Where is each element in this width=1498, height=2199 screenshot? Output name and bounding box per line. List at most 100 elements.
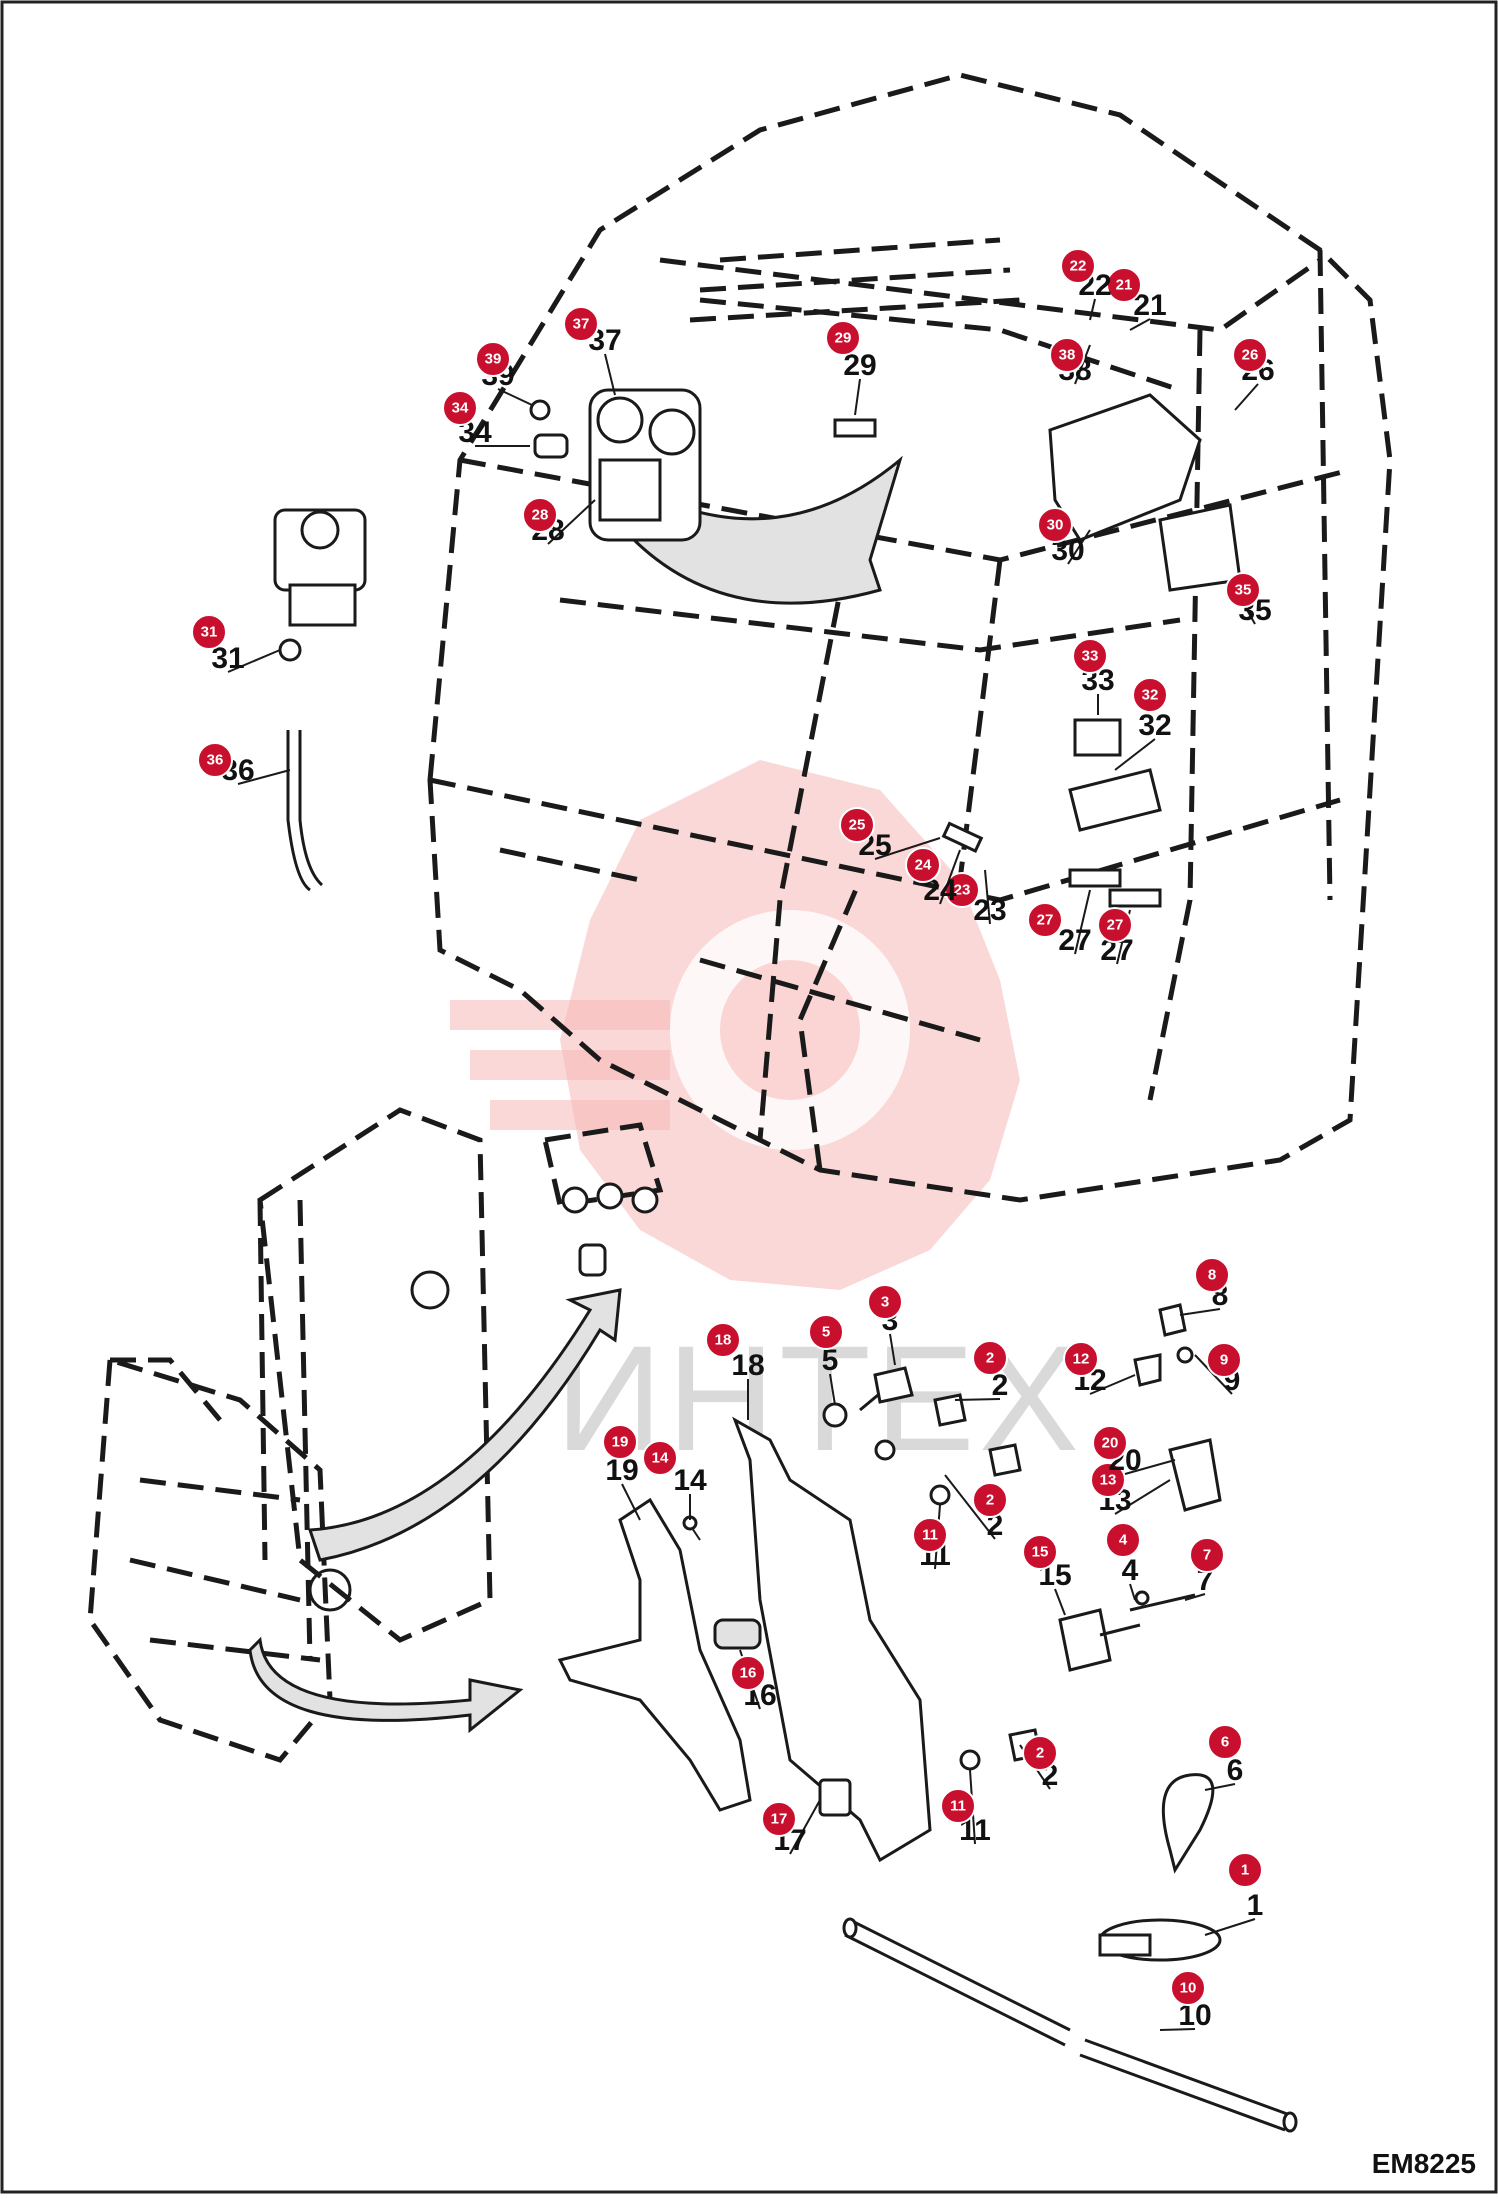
callout-badge-36[interactable] [197, 742, 233, 778]
callout-28: 2828 [522, 497, 596, 547]
callout-badge-1[interactable] [1227, 1852, 1263, 1888]
callout-badge-text-13: 13 [1100, 1472, 1117, 1489]
callout-badge-text-9: 9 [1220, 1352, 1228, 1369]
callout-badge-text-10: 10 [1180, 1980, 1197, 1997]
callout-badge-text-2b: 2 [986, 1492, 994, 1509]
air-filter-assembly [588, 388, 702, 542]
callout-badge-text-35: 35 [1235, 582, 1252, 599]
callout-badge-3[interactable] [867, 1284, 903, 1320]
callout-number-27a: 27 [1058, 924, 1091, 957]
callout-badge-14[interactable] [642, 1440, 678, 1476]
callout-number-14: 14 [673, 1464, 707, 1497]
callout-badge-18[interactable] [705, 1322, 741, 1358]
callout-badge-text-20: 20 [1102, 1435, 1119, 1452]
callout-badge-30[interactable] [1037, 507, 1073, 543]
callout-badge-19[interactable] [602, 1424, 638, 1460]
callout-badge-text-12: 12 [1073, 1351, 1090, 1368]
callout-badge-20[interactable] [1092, 1425, 1128, 1461]
callout-badge-4[interactable] [1105, 1522, 1141, 1558]
callout-badge-35[interactable] [1225, 572, 1261, 608]
callout-badge-31[interactable] [191, 614, 227, 650]
callout-badge-15[interactable] [1022, 1534, 1058, 1570]
callout-7: 77 [1184, 1537, 1225, 1601]
callout-number-5: 5 [822, 1344, 839, 1377]
callout-badge-37[interactable] [563, 306, 599, 342]
callout-badge-8[interactable] [1194, 1257, 1230, 1293]
callout-badge-7[interactable] [1189, 1537, 1225, 1573]
callout-badge-text-11b: 11 [950, 1798, 966, 1815]
callout-leader-2a [954, 1398, 1001, 1401]
callout-badge-2c[interactable] [1022, 1735, 1058, 1771]
callout-badge-2b[interactable] [972, 1482, 1008, 1518]
callout-badge-text-37: 37 [573, 316, 590, 333]
callout-badge-27a[interactable] [1027, 902, 1063, 938]
callout-badge-6[interactable] [1207, 1724, 1243, 1760]
callout-badge-17[interactable] [761, 1801, 797, 1837]
callout-badge-10[interactable] [1170, 1970, 1206, 2006]
hardware-parts [682, 1303, 1222, 1771]
callout-badge-39[interactable] [475, 341, 511, 377]
callout-badge-9[interactable] [1206, 1342, 1242, 1378]
callout-badge-29[interactable] [825, 320, 861, 356]
callout-badge-text-27a: 27 [1037, 912, 1054, 929]
callout-badge-28[interactable] [522, 497, 558, 533]
callout-badge-text-28: 28 [532, 507, 549, 524]
callout-badge-text-27b: 27 [1107, 917, 1124, 934]
callout-badge-text-14: 14 [652, 1450, 669, 1467]
fitting-39 [529, 399, 551, 421]
callout-badge-38[interactable] [1049, 337, 1085, 373]
fuse-25 [941, 821, 984, 853]
callout-badge-21[interactable] [1106, 267, 1142, 303]
callout-badge-26[interactable] [1232, 337, 1268, 373]
callout-badge-5[interactable] [808, 1314, 844, 1350]
callout-badge-text-6: 6 [1221, 1734, 1229, 1751]
callout-leader-17 [789, 1799, 821, 1855]
callout-badge-text-3: 3 [881, 1294, 889, 1311]
callout-leader-32 [1114, 738, 1156, 771]
callout-badge-text-38: 38 [1059, 347, 1076, 364]
callout-badge-24[interactable] [905, 847, 941, 883]
cable-tie-6 [1161, 1773, 1215, 1874]
callout-badge-34[interactable] [442, 390, 478, 426]
callout-badge-13[interactable] [1090, 1462, 1126, 1498]
clamp-1-latch [1098, 1933, 1152, 1957]
decal-27a [1068, 868, 1122, 888]
callout-5: 55 [808, 1314, 844, 1406]
callout-badge-text-29: 29 [835, 330, 852, 347]
callout-badge-11a[interactable] [912, 1517, 948, 1553]
callout-leader-6 [1204, 1783, 1236, 1791]
callout-badge-25[interactable] [839, 807, 875, 843]
callout-leader-10 [1159, 2028, 1196, 2031]
callout-badge-33[interactable] [1072, 638, 1108, 674]
callout-number-6: 6 [1227, 1754, 1244, 1787]
callout-badge-text-5: 5 [822, 1324, 830, 1341]
callout-badge-text-21: 21 [1116, 277, 1133, 294]
callout-badge-22[interactable] [1060, 248, 1096, 284]
callout-badge-11b[interactable] [940, 1788, 976, 1824]
relay-holder-32 [1068, 768, 1162, 832]
install-arrow-upper [597, 455, 903, 605]
hydraulic-component [273, 508, 367, 892]
callout-badge-text-11a: 11 [922, 1527, 938, 1544]
callout-badge-2a[interactable] [972, 1340, 1008, 1376]
callout-badge-text-8: 8 [1208, 1267, 1216, 1284]
callout-badge-12[interactable] [1063, 1341, 1099, 1377]
callout-badge-27b[interactable] [1097, 907, 1133, 943]
callout-badge-16[interactable] [730, 1655, 766, 1691]
callout-badge-32[interactable] [1132, 677, 1168, 713]
callout-badge-text-2c: 2 [1036, 1745, 1044, 1762]
callout-leader-24 [939, 849, 961, 905]
callout-badge-text-2a: 2 [986, 1350, 994, 1367]
